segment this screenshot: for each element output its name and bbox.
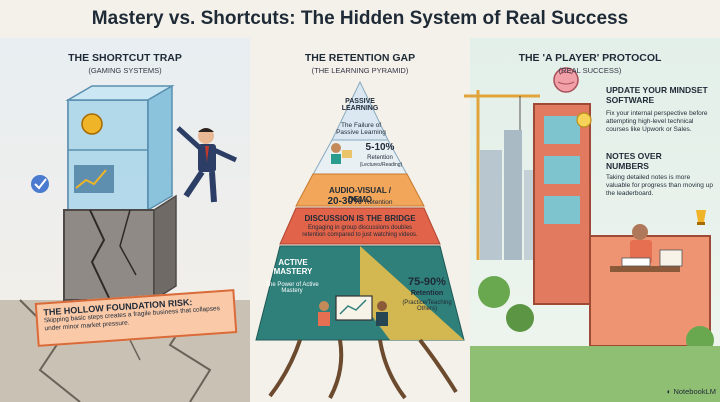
tier2-retention-label: Retention [364,199,393,206]
tier1-percent: 5-10% [365,142,395,153]
protocol-subheading: (REAL SUCCESS) [558,66,622,75]
retention-heading: THE RETENTION GAP [304,52,416,64]
tier3-text: Engaging in group discussions doubles re… [302,225,418,238]
climbing-businessman-icon [176,126,238,203]
tier4-subtitle: The Power of Active Mastery [265,282,319,294]
trees-greenery [470,276,720,402]
retention-subheading: (THE LEARNING PYRAMID) [311,66,409,75]
mindset-text: Fix your internal perspective before att… [606,110,708,133]
brand-name: NotebookLM [673,387,716,396]
notebook-logo-icon: ◐ [666,387,674,396]
modern-building-icon [533,103,711,347]
notes-text: Taking detailed notes is more valuable f… [606,174,713,197]
reading-student-icon [331,143,352,164]
brand-footer: ◐ NotebookLM [650,387,716,396]
tier1-subtitle: The Failure of Passive Learning [336,122,386,136]
teaching-screen-icon [318,295,388,326]
tier2-title: AUDIO-VISUAL / DEMO [328,186,392,204]
learning-pyramid [255,80,465,341]
shortcut-subheading: (GAMING SYSTEMS) [88,66,162,75]
tier1-retention-label: Retention [367,155,393,161]
tier1-note: (Lectures/Reading) [359,162,403,168]
mindset-title: UPDATE YOUR MINDSET SOFTWARE [606,85,708,105]
tier4-percent: 75-90% [408,276,446,288]
studying-person-icon [610,224,683,272]
tier4-note: (Practice/Teaching Others) [402,300,452,312]
page-title: Mastery vs. Shortcuts: The Hidden System… [91,8,629,29]
protocol-heading: THE 'A PLAYER' PROTOCOL [518,52,662,64]
construction-crane-icon [464,90,540,260]
tier2-percent: 20-30% [327,196,362,207]
glass-tower-icon [65,84,175,212]
notes-title: NOTES OVER NUMBERS [606,151,662,171]
tier4-title: ACTIVE MASTERY [273,258,313,276]
shortcut-heading: THE SHORTCUT TRAP [68,52,182,64]
trophy-icon [696,210,706,225]
cracked-stone-base [63,194,177,302]
tier4-retention-label: Retention [410,290,444,297]
lightbulb-icon [576,112,592,128]
pyramid-roots [268,338,458,400]
brain-icon [553,67,579,93]
tier3-title: DISCUSSION IS THE BRIDGE [304,214,416,223]
tier2-percent-row: 20-30% Retention [320,196,400,207]
tier1-title: PASSIVE LEARNING [341,98,379,112]
checkmark-badge-icon [31,175,49,193]
